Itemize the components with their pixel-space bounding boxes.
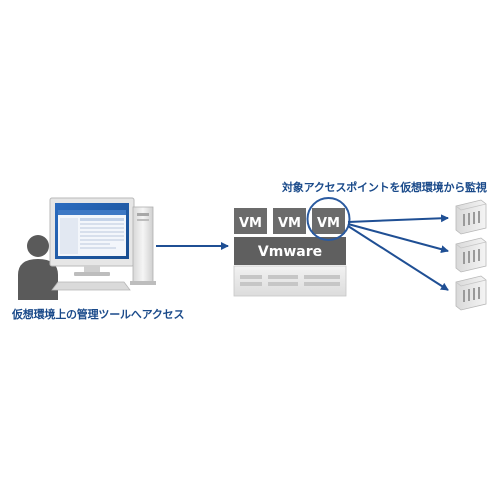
server-chassis (233, 265, 347, 297)
vmware-server-icon: Vmware VM VM VM (233, 197, 351, 297)
vm-box-2 (273, 208, 306, 234)
admin-pc-icon (49, 197, 156, 291)
vm-box-1 (234, 208, 267, 234)
vm-highlight-ring (306, 197, 351, 241)
arrow-to-ap-1 (347, 214, 449, 223)
access-point-icon-3 (455, 275, 487, 311)
vm-box-3 (312, 208, 345, 234)
vm-box-2-label: VM (278, 216, 301, 231)
access-point-icon-2 (455, 237, 487, 273)
hypervisor-bar (234, 237, 346, 265)
caption-monitor-access-points: 対象アクセスポイントを仮想環境から監視 (282, 181, 487, 194)
arrow-to-ap-2 (347, 223, 449, 254)
arrow-to-ap-3 (347, 225, 449, 291)
caption-access-management-tool: 仮想環境上の管理ツールへアクセス (12, 308, 185, 321)
access-point-icon-1 (455, 199, 487, 235)
monitor-arrows (347, 214, 449, 291)
vm-box-1-label: VM (239, 216, 262, 231)
vm-box-3-label: VM (317, 216, 340, 231)
hypervisor-label: Vmware (258, 244, 322, 260)
user-person-icon (18, 235, 58, 300)
